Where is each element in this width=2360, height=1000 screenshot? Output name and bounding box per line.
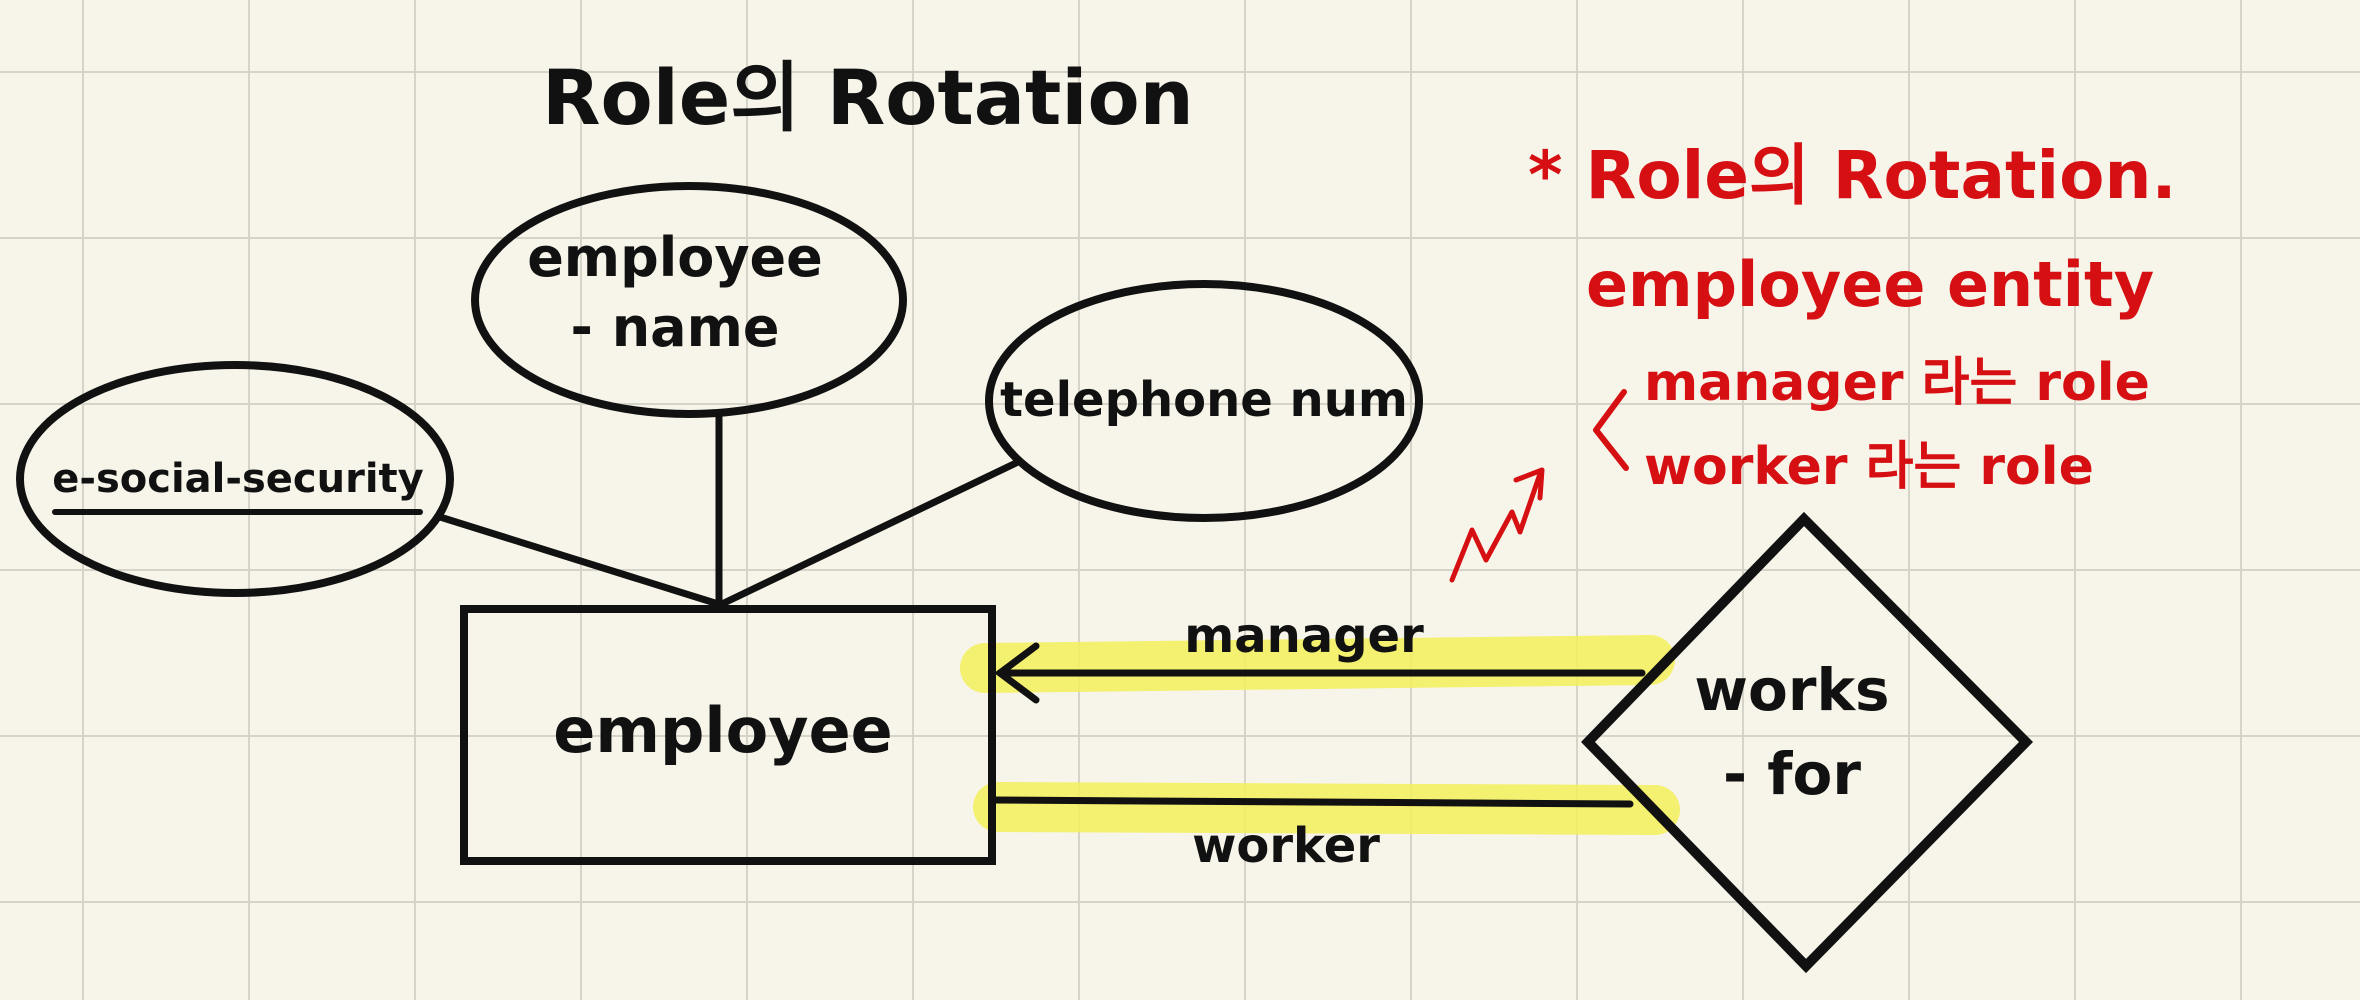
relationship-works-for: works - for <box>1581 511 2034 974</box>
attribute-phone-ellipse <box>985 280 1423 522</box>
attribute-name-ellipse <box>471 182 907 418</box>
worker-line <box>989 796 1634 808</box>
note-line4: worker 라는 role <box>1644 437 2094 497</box>
attribute-ssn-label: e-social-security <box>52 456 424 502</box>
role-worker-label: worker <box>1192 818 1380 874</box>
ssn-connector <box>436 513 719 607</box>
attribute-phone-label: telephone num <box>1000 372 1408 428</box>
relationship-line2: - for <box>1723 740 1861 808</box>
note-line3: manager 라는 role <box>1644 353 2150 413</box>
highlight-marks <box>960 635 1680 835</box>
attribute-name-line1: employee <box>527 226 823 289</box>
note-line2: employee entity <box>1586 248 2154 321</box>
note-line1: * Role의 Rotation. <box>1528 137 2177 214</box>
attribute-connectors <box>436 411 1020 607</box>
entity-employee-label: employee <box>553 694 892 767</box>
role-manager-label: manager <box>1184 608 1424 664</box>
page-title: Role의 Rotation <box>542 53 1194 142</box>
attribute-phone: telephone num <box>985 280 1423 522</box>
attribute-name-line2: - name <box>571 296 780 359</box>
attribute-ssn-ellipse <box>16 361 454 597</box>
manager-arrowhead <box>994 642 1040 704</box>
note-brace <box>1593 389 1629 471</box>
attribute-name: employee - name <box>471 182 907 418</box>
annotation-note: * Role의 Rotation. employee entity manage… <box>1449 137 2177 583</box>
entity-employee-box <box>460 605 996 865</box>
attribute-ssn: e-social-security <box>16 361 454 597</box>
squiggle-arrow-icon <box>1449 467 1545 583</box>
phone-connector <box>720 459 1020 607</box>
entity-employee: employee <box>460 605 996 865</box>
worker-highlight <box>973 782 1680 835</box>
relationship-diamond <box>1581 511 2034 974</box>
manager-highlight <box>960 635 1675 693</box>
relationship-line1: works <box>1694 656 1889 724</box>
role-lines <box>989 642 1646 808</box>
